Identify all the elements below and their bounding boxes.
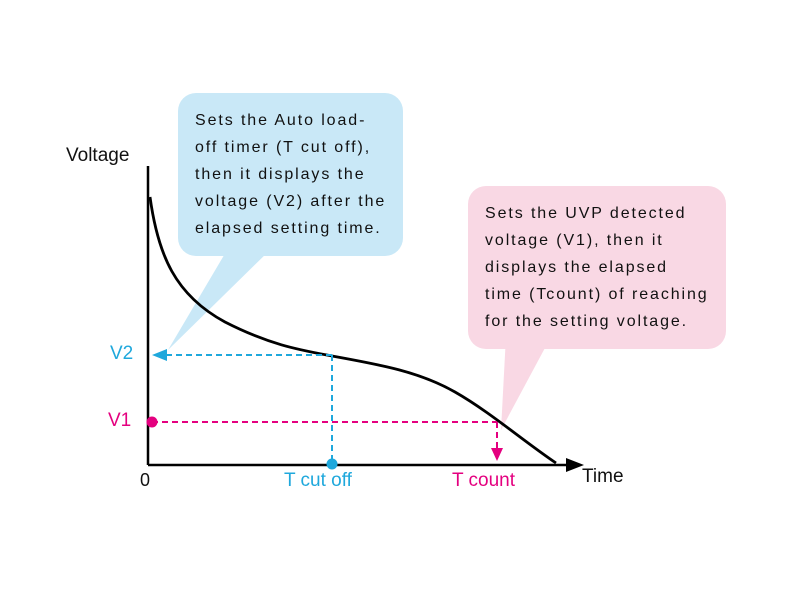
x-axis-label: Time bbox=[582, 466, 624, 487]
t-cutoff-dot bbox=[326, 458, 338, 470]
uvp-detected-callout: Sets the UVP detected voltage (V1), then… bbox=[468, 186, 726, 349]
t-cutoff-label: T cut off bbox=[284, 470, 352, 491]
t-count-label: T count bbox=[452, 470, 516, 491]
auto-load-off-callout: Sets the Auto load- off timer (T cut off… bbox=[178, 93, 404, 256]
blue-bubble-tail bbox=[168, 240, 272, 350]
origin-label: 0 bbox=[140, 470, 151, 490]
v2-arrowhead bbox=[152, 349, 167, 361]
v1-label: V1 bbox=[108, 410, 132, 431]
x-axis-arrowhead bbox=[566, 458, 584, 472]
t-count-arrowhead bbox=[491, 448, 503, 461]
pink-bubble-tail bbox=[501, 336, 546, 430]
v2-label: V2 bbox=[110, 343, 134, 364]
y-axis-label: Voltage bbox=[66, 145, 130, 166]
